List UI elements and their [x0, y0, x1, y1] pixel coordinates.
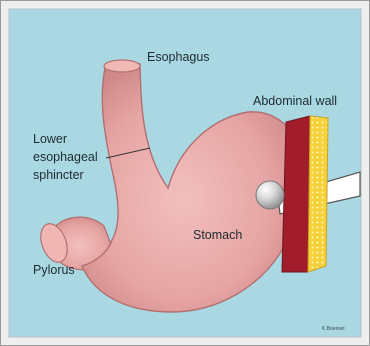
artist-signature: K.Boessel — [322, 326, 345, 332]
label-stomach: Stomach — [193, 228, 242, 242]
label-esophagus: Esophagus — [147, 50, 210, 64]
label-abdominal-wall: Abdominal wall — [253, 94, 337, 108]
label-sphincter-line1: Lower — [33, 132, 67, 146]
abdominal-wall-muscle — [282, 116, 310, 272]
label-sphincter-line2: esophageal — [33, 150, 98, 164]
gastrostomy-balloon — [256, 181, 284, 209]
abdominal-wall-fat — [308, 116, 328, 272]
label-pylorus: Pylorus — [33, 263, 75, 277]
label-sphincter-line3: sphincter — [33, 168, 84, 182]
esophagus-opening — [104, 60, 140, 72]
